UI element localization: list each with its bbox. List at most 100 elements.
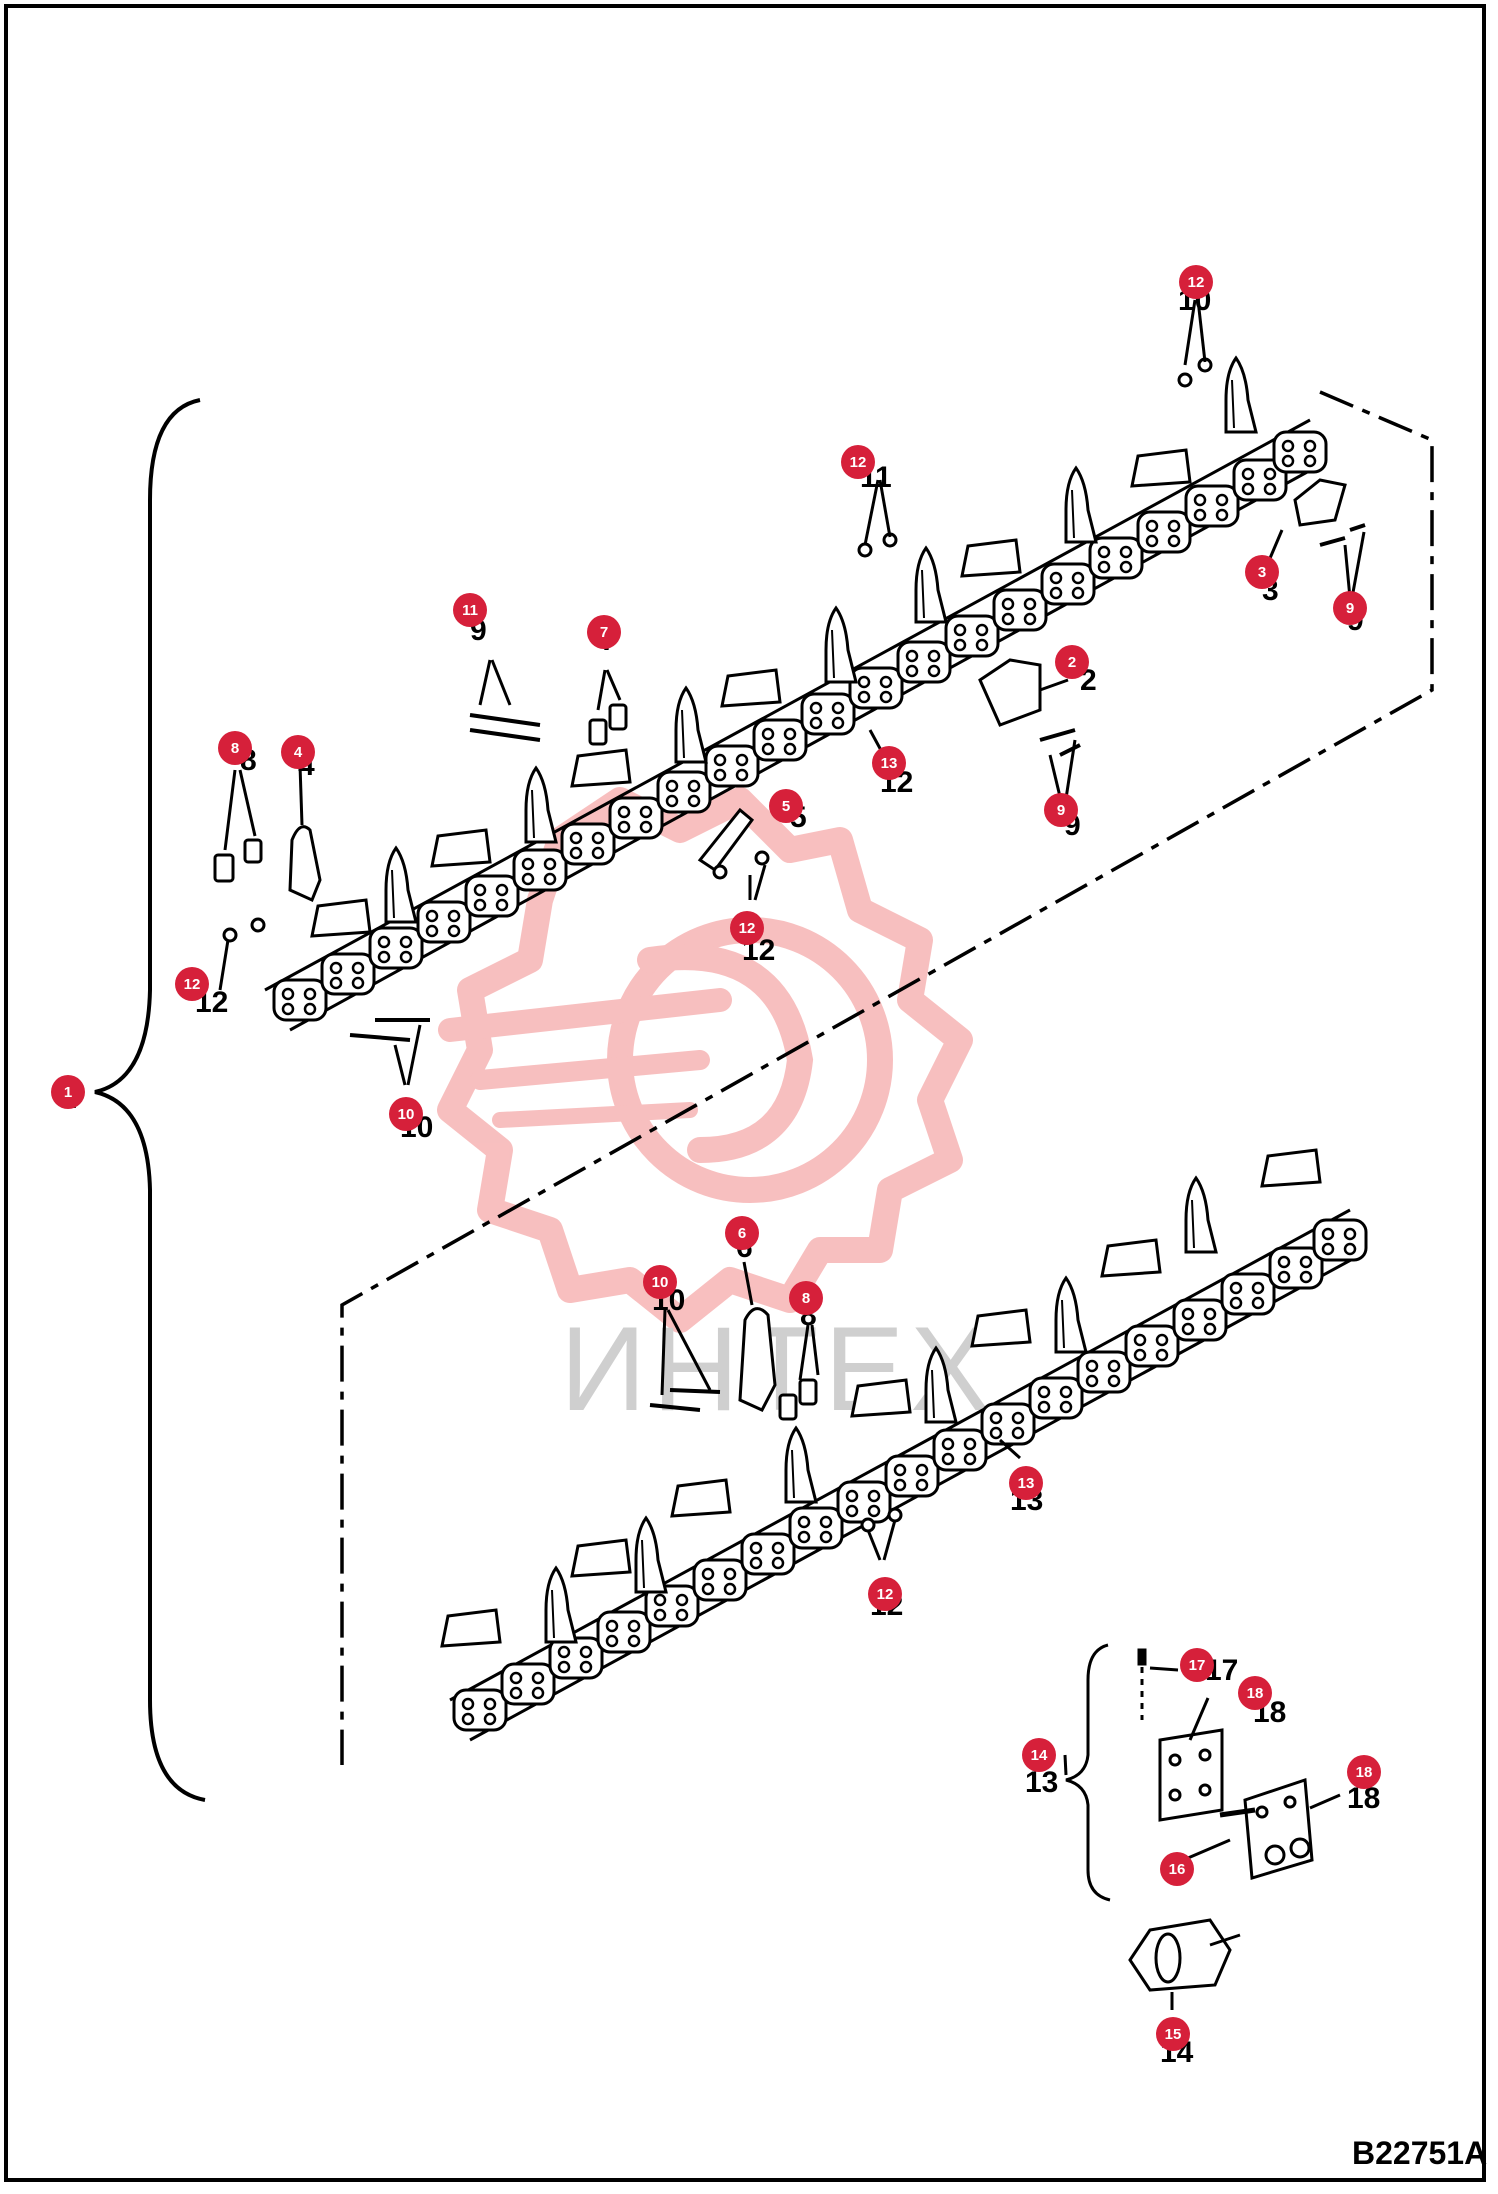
callout-11[interactable]: 11 — [453, 593, 487, 627]
callout-marker-icon — [643, 1265, 677, 1299]
callout-marker-icon — [1245, 555, 1279, 589]
callout-marker-icon — [1022, 1738, 1056, 1772]
callout-label: 9 — [1057, 802, 1065, 819]
lower-chain — [440, 1148, 1368, 1742]
callout-label: 12 — [850, 454, 867, 471]
callout-12[interactable]: 12 — [175, 967, 209, 1001]
callout-10[interactable]: 10 — [389, 1097, 423, 1131]
part-6-bracket — [738, 1307, 777, 1412]
callout-13[interactable]: 13 — [872, 746, 906, 780]
callout-label: 3 — [1258, 564, 1266, 581]
callout-marker-icon — [175, 967, 209, 1001]
drawing-code: B22751A — [1352, 2135, 1487, 2171]
callout-12[interactable]: 12 — [841, 445, 875, 479]
part-8-bushing-lower — [798, 1378, 818, 1406]
callout-marker-icon — [868, 1577, 902, 1611]
assembly-brace-14 — [1065, 1643, 1111, 1902]
callout-9[interactable]: 9 — [1044, 793, 1078, 827]
callout-marker-icon — [841, 445, 875, 479]
callout-label: 18 — [1247, 1685, 1264, 1702]
callout-marker-icon — [1009, 1466, 1043, 1500]
callout-marker-icon — [789, 1281, 823, 1315]
part-10-bolt-lower — [649, 1388, 721, 1412]
part-5-link — [697, 807, 755, 873]
callout-marker-icon — [725, 1216, 759, 1250]
callout-12[interactable]: 12 — [868, 1577, 902, 1611]
callout-marker-icon — [1055, 645, 1089, 679]
callout-marker-icon — [1044, 793, 1078, 827]
callout-marker-icon — [587, 615, 621, 649]
watermark-hook-icon — [637, 944, 814, 1163]
callout-label: 2 — [1068, 654, 1076, 671]
part-9-bolt-right — [1319, 523, 1366, 547]
callout-marker-icon — [769, 789, 803, 823]
callout-marker-icon — [1180, 1648, 1214, 1682]
callout-label: 18 — [1356, 1764, 1373, 1781]
callout-marker-icon — [872, 746, 906, 780]
callout-marker-icon — [1179, 265, 1213, 299]
callout-14[interactable]: 14 — [1022, 1738, 1056, 1772]
callout-label: 7 — [600, 624, 608, 641]
callout-marker-icon — [1347, 1755, 1381, 1789]
callout-16[interactable]: 16 — [1160, 1852, 1194, 1886]
callout-label: 16 — [1169, 1861, 1186, 1878]
callout-label: 6 — [738, 1225, 746, 1242]
callout-17[interactable]: 17 — [1180, 1648, 1214, 1682]
callout-label: 1 — [64, 1084, 72, 1101]
part-11-bolt — [469, 713, 541, 742]
upper-chain-plates — [310, 448, 1192, 938]
watermark-gear-icon — [437, 787, 973, 1333]
callouts[interactable]: 1234567889910101112121212121313141516171… — [51, 265, 1381, 2051]
part-8-bushing — [213, 853, 235, 883]
part-2-plate — [978, 658, 1042, 727]
callout-label: 12 — [739, 920, 756, 937]
callout-8[interactable]: 8 — [789, 1281, 823, 1315]
callout-18[interactable]: 18 — [1238, 1676, 1272, 1710]
callout-label: 8 — [802, 1290, 810, 1307]
callout-13[interactable]: 13 — [1009, 1466, 1043, 1500]
callout-label: 10 — [398, 1106, 415, 1123]
callout-9[interactable]: 9 — [1333, 591, 1367, 625]
part-10-bolt — [349, 1018, 430, 1042]
callout-2[interactable]: 2 — [1055, 645, 1089, 679]
callout-label: 8 — [231, 740, 239, 757]
callout-marker-icon — [218, 731, 252, 765]
callout-marker-icon — [1333, 591, 1367, 625]
callout-label: 12 — [184, 976, 201, 993]
page-border — [4, 4, 1486, 2182]
callout-10[interactable]: 10 — [643, 1265, 677, 1299]
callout-1[interactable]: 1 — [51, 1075, 85, 1109]
callout-6[interactable]: 6 — [725, 1216, 759, 1250]
callout-12[interactable]: 12 — [1179, 265, 1213, 299]
part-16-pin — [1219, 1807, 1256, 1818]
part-4-bracket — [288, 825, 322, 903]
callout-8[interactable]: 8 — [218, 731, 252, 765]
callout-marker-icon — [389, 1097, 423, 1131]
callout-label: 17 — [1189, 1657, 1206, 1674]
kit-assembly-14 — [1065, 1643, 1314, 1992]
callout-label: 14 — [1031, 1747, 1048, 1764]
callout-12[interactable]: 12 — [730, 911, 764, 945]
callout-18[interactable]: 18 — [1347, 1755, 1381, 1789]
upper-chain — [264, 356, 1328, 1032]
callout-7[interactable]: 7 — [587, 615, 621, 649]
callout-label: 4 — [294, 744, 303, 761]
callout-label: 5 — [782, 798, 790, 815]
callout-marker-icon — [730, 911, 764, 945]
callout-label: 13 — [1018, 1475, 1035, 1492]
callout-marker-icon — [1238, 1676, 1272, 1710]
callout-15[interactable]: 15 — [1156, 2017, 1190, 2051]
callout-marker-icon — [453, 593, 487, 627]
part-9-bolt — [1039, 728, 1081, 757]
leader-lines — [218, 299, 1366, 2010]
assembly-brace-1 — [94, 398, 206, 1802]
callout-3[interactable]: 3 — [1245, 555, 1279, 589]
watermark-text: ИНТЕХ — [560, 1302, 996, 1436]
callout-marker-icon — [51, 1075, 85, 1109]
part-18-plate — [1158, 1728, 1224, 1822]
callout-label: 9 — [1346, 600, 1354, 617]
callout-label: 15 — [1165, 2026, 1182, 2043]
callout-4[interactable]: 4 — [281, 735, 315, 769]
callout-5[interactable]: 5 — [769, 789, 803, 823]
